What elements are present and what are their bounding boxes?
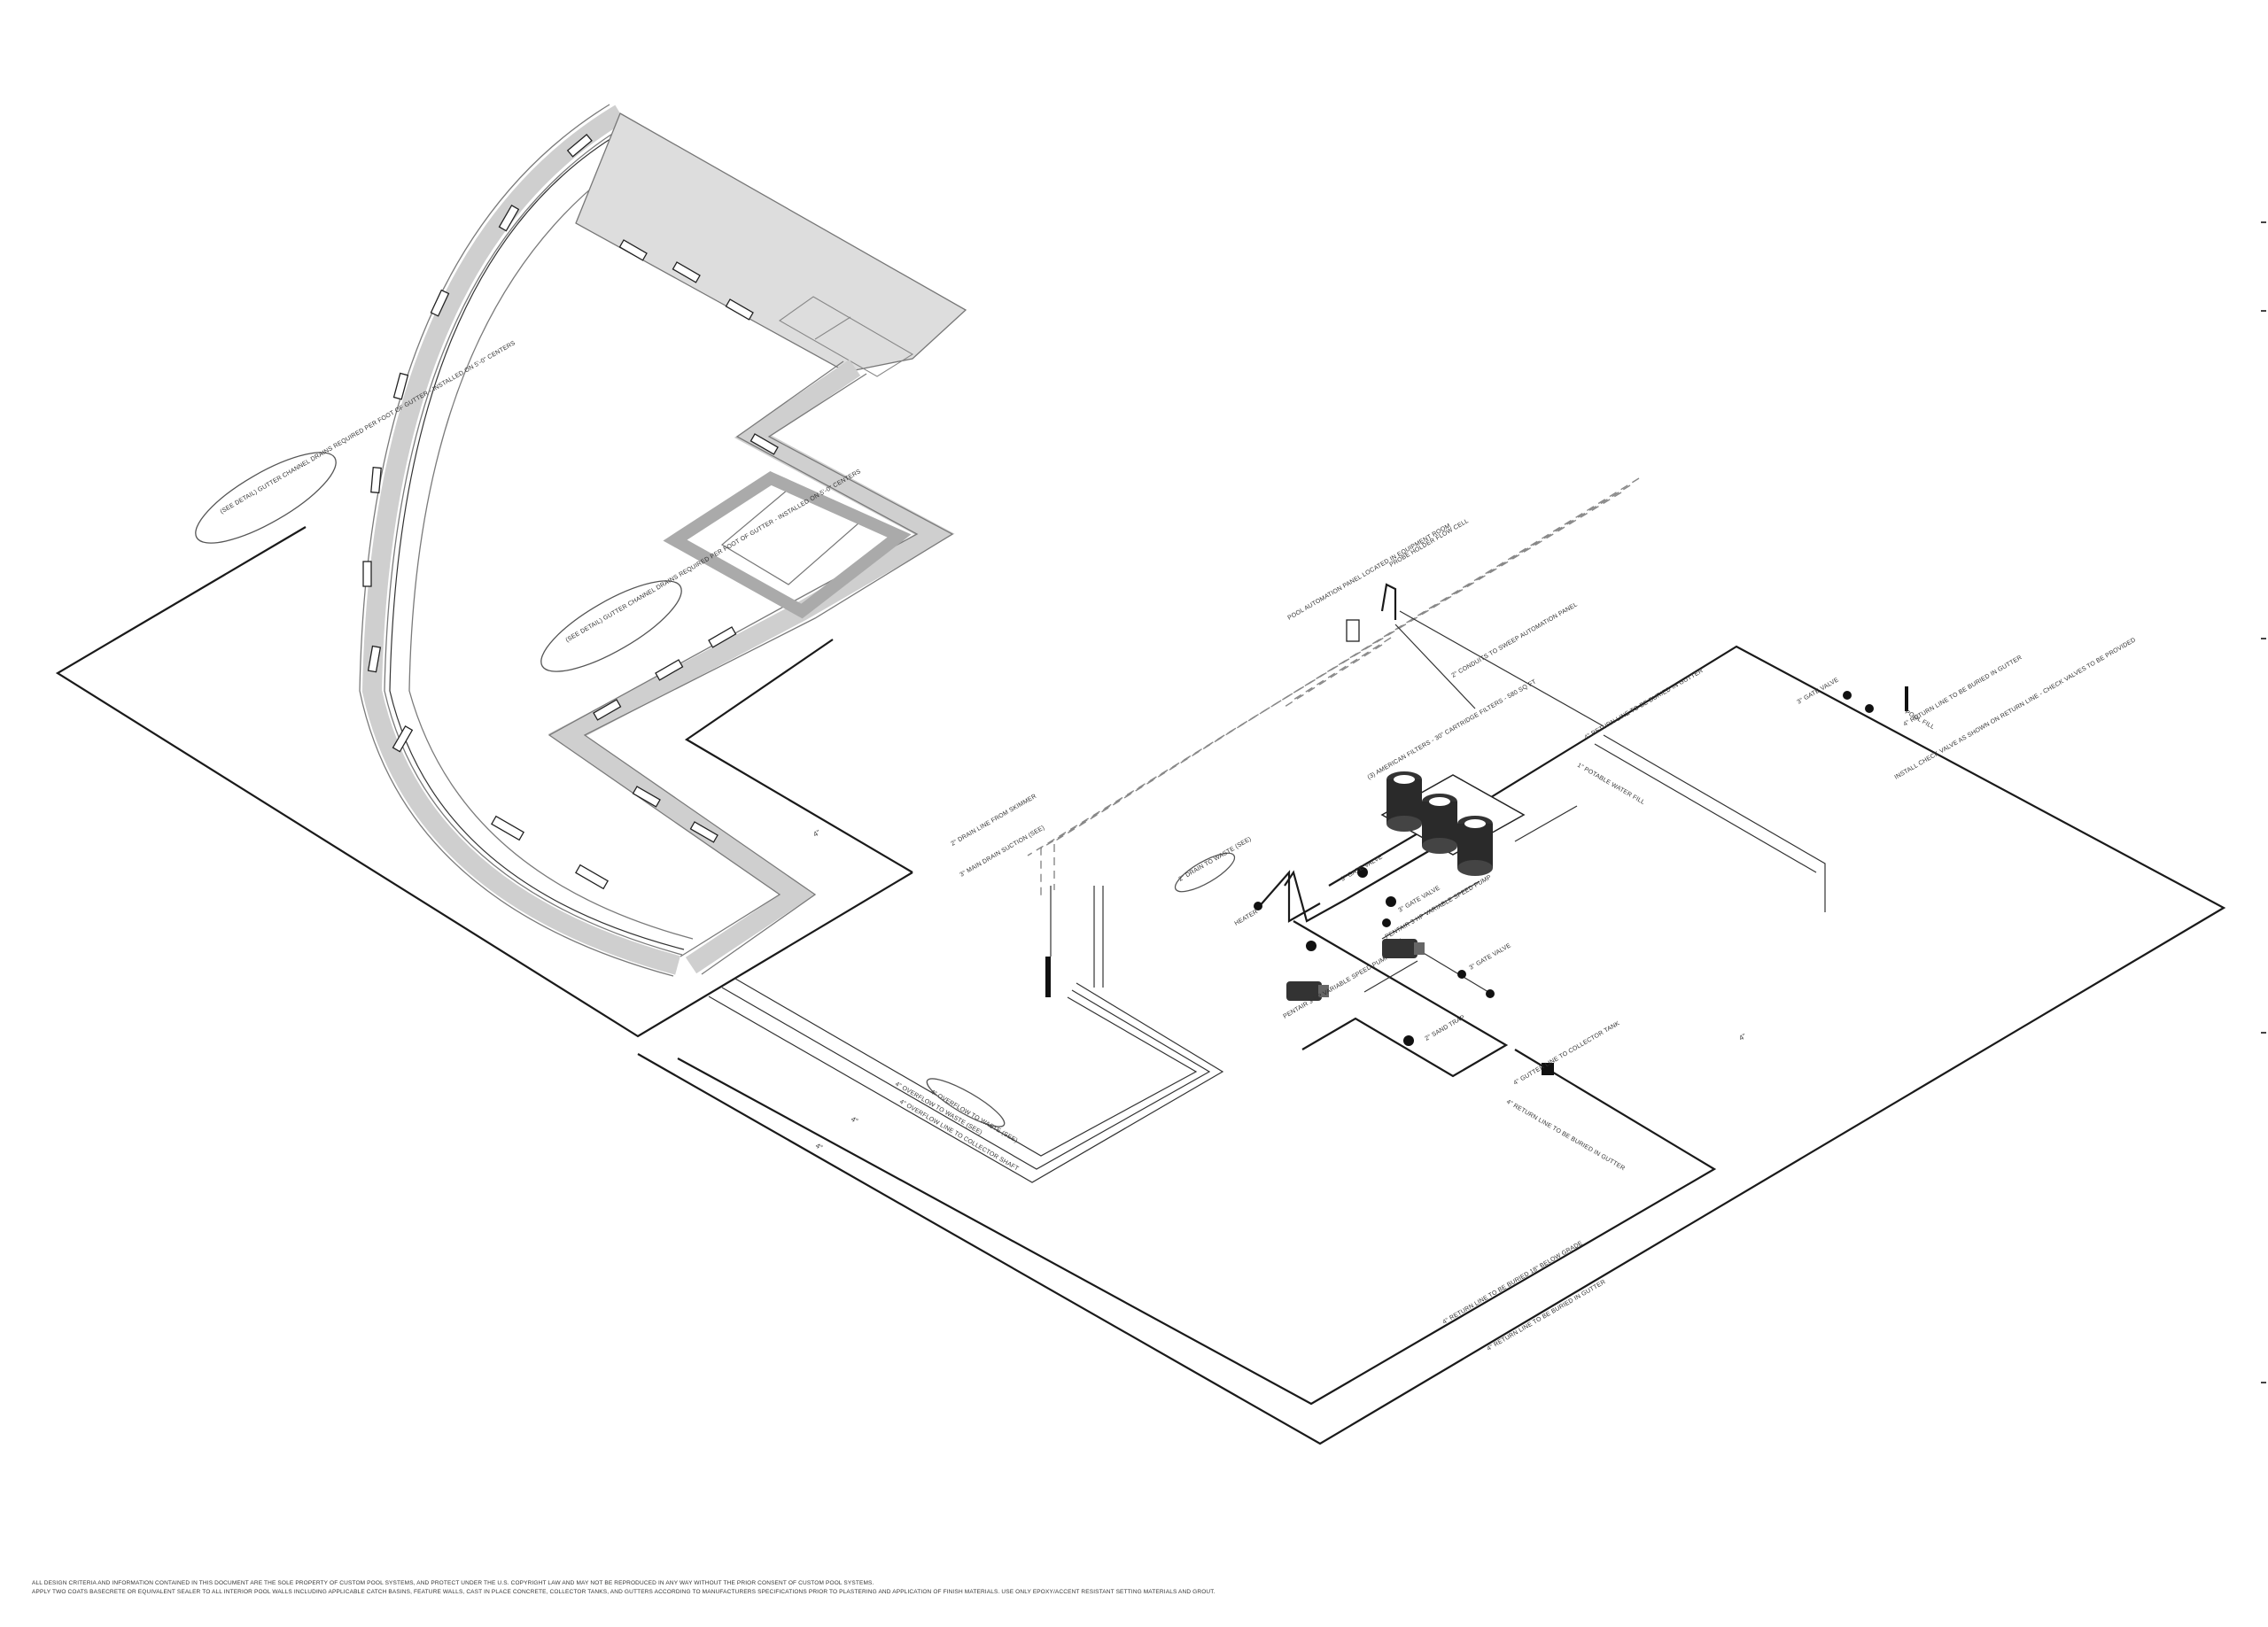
cloud-text: (SEE DETAIL) GUTTER CHANNEL DRAINS REQUI… bbox=[565, 469, 863, 644]
label-gutter-return2: 4" RETURN LINE TO BE BURIED IN GUTTER bbox=[1505, 1099, 1626, 1173]
label-controller2: PROBE HOLDER FLOW CELL bbox=[1389, 518, 1471, 569]
pipe-labels: 2" CONDUITS TO SWEEP AUTOMATION PANEL PO… bbox=[812, 518, 2138, 1352]
label-valve-d: 3" GATE VALVE bbox=[1469, 942, 1512, 972]
pumps bbox=[1286, 939, 1425, 1001]
sheet-edge-tick bbox=[2261, 221, 2266, 223]
callout-cloud-drain: 2" DRAIN TO WASTE (SEE) bbox=[1174, 836, 1253, 893]
label-conduit: 2" CONDUITS TO SWEEP AUTOMATION PANEL bbox=[1451, 601, 1579, 678]
pool-gutter-outline bbox=[359, 104, 967, 977]
channel-drains bbox=[362, 134, 779, 890]
label-sand-trap: 2" SAND TRAP bbox=[1425, 1014, 1466, 1042]
label-grade-b: 4" bbox=[814, 1142, 824, 1152]
filter-bank bbox=[1380, 771, 1526, 876]
label-grade-d: 4" bbox=[1738, 1032, 1748, 1042]
label-heater: HEATER bbox=[1234, 909, 1260, 927]
label-potable: 1" POTABLE WATER FILL bbox=[1576, 763, 1646, 806]
label-controller: POOL AUTOMATION PANEL LOCATED IN EQUIPME… bbox=[1287, 523, 1452, 622]
copyright-note: ALL DESIGN CRITERIA AND INFORMATION CONT… bbox=[32, 1580, 874, 1586]
cloud-text: (SEE DETAIL) GUTTER CHANNEL DRAINS REQUI… bbox=[220, 340, 517, 515]
label-grade-c: 4" bbox=[850, 1115, 859, 1126]
piping-network bbox=[55, 477, 2226, 1445]
label-filters: (3) AMERICAN FILTERS - 30" CARTRIDGE FIL… bbox=[1367, 678, 1538, 781]
valves bbox=[1254, 686, 1908, 1075]
label-grade-a: 4" bbox=[812, 828, 822, 839]
label-return-main: 4" RETURN LINE TO BE BURIED IN GUTTER bbox=[1584, 668, 1705, 741]
label-gutter-return: 4" GUTTER LINE TO COLLECTOR TANK bbox=[1513, 1020, 1621, 1087]
sheet-edge-tick bbox=[2261, 1382, 2266, 1383]
callout-cloud-gutter-a: (SEE DETAIL) GUTTER CHANNEL DRAINS REQUI… bbox=[195, 340, 517, 544]
sealer-note: APPLY TWO COATS BASECRETE OR EQUIVALENT … bbox=[32, 1589, 1216, 1595]
sheet-edge-tick bbox=[2261, 310, 2266, 312]
sheet-edge-tick bbox=[2261, 1032, 2266, 1034]
label-valve-b: 3" GATE VALVE bbox=[1340, 854, 1384, 883]
label-return-loop: 4" RETURN LINE TO BE BURIED 18" BELOW GR… bbox=[1442, 1240, 1584, 1326]
sheet-edge-tick bbox=[2261, 638, 2266, 639]
